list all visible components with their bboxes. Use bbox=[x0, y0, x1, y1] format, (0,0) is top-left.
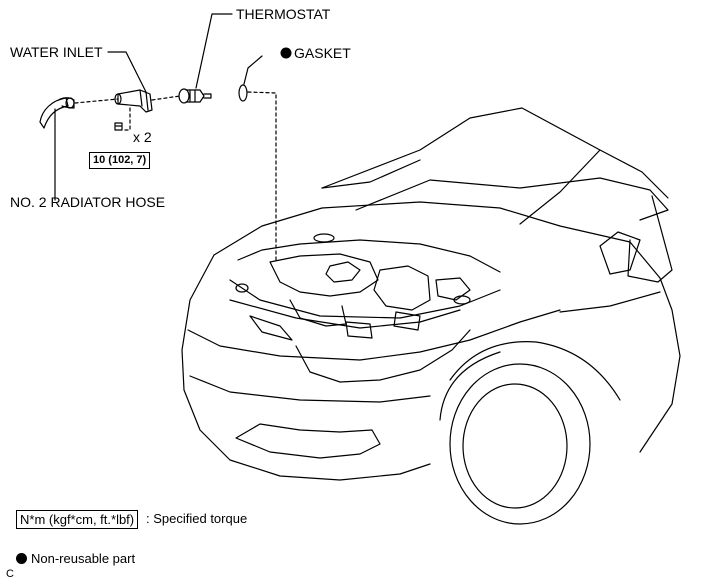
nonreusable-icon bbox=[280, 47, 292, 59]
legend-torque-desc: : Specified torque bbox=[146, 511, 248, 526]
legend-nonreusable-text: Non-reusable part bbox=[31, 551, 136, 566]
radiator-hose-drawing bbox=[39, 97, 75, 129]
filled-circle-icon bbox=[16, 553, 27, 564]
alignment-lines bbox=[74, 91, 277, 261]
torque-spec-box: 10 (102, 7) bbox=[89, 152, 151, 169]
thermostat-label: THERMOSTAT bbox=[236, 6, 331, 22]
vehicle-drawing bbox=[181, 107, 681, 525]
leader-lines bbox=[54, 13, 263, 201]
radiator-hose-label: NO. 2 RADIATOR HOSE bbox=[10, 194, 166, 210]
water-inlet-label: WATER INLET bbox=[10, 44, 103, 60]
gasket-label: GASKET bbox=[294, 45, 351, 61]
legend-nonreusable: Non-reusable part bbox=[16, 551, 135, 567]
thermostat-drawing bbox=[178, 88, 212, 104]
gasket-drawing bbox=[238, 84, 248, 102]
bolt-count-label: x 2 bbox=[133, 129, 152, 145]
corner-code: C bbox=[6, 568, 14, 580]
bolt-drawing bbox=[114, 122, 123, 131]
legend-torque-unit: N*m (kgf*cm, ft.*lbf) bbox=[16, 510, 139, 529]
water-inlet-drawing bbox=[114, 89, 153, 113]
